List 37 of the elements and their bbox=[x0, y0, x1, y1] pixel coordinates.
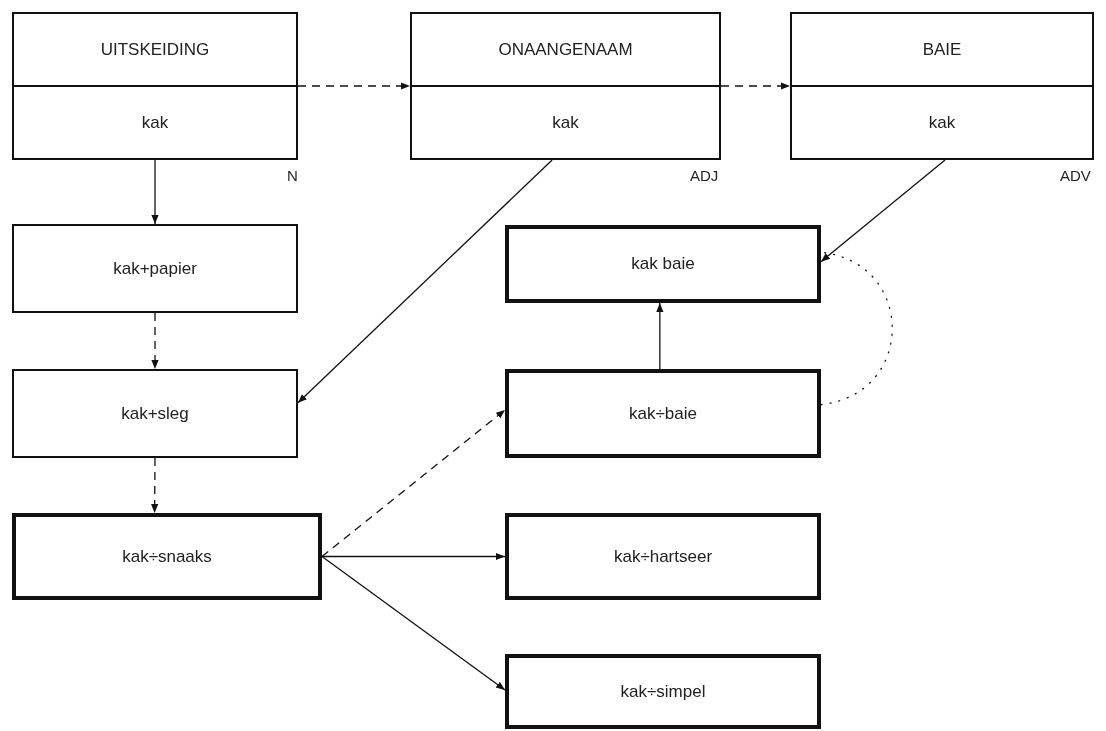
dashed-arrow bbox=[151, 457, 159, 514]
arrow bbox=[151, 159, 159, 225]
heading-text: ONAANGENAAM bbox=[498, 39, 633, 60]
word-box bbox=[505, 225, 821, 303]
word-text: kak÷baie bbox=[629, 403, 697, 424]
word-box bbox=[505, 513, 821, 600]
word-box bbox=[12, 513, 322, 600]
entry-box bbox=[790, 12, 1094, 160]
word-text: kak bbox=[928, 112, 956, 133]
word-text: kak÷snaaks bbox=[122, 546, 212, 567]
word-class-label: ADV bbox=[1060, 167, 1091, 184]
word-class-label: N bbox=[287, 167, 298, 184]
dashed-arrow bbox=[297, 82, 411, 90]
arrow bbox=[297, 159, 553, 404]
entry-box bbox=[12, 12, 298, 160]
word-box bbox=[505, 369, 821, 458]
word-box bbox=[12, 224, 298, 313]
dashed-arrow bbox=[321, 409, 506, 558]
word-text: kak bbox=[552, 112, 579, 133]
word-text: kak+sleg bbox=[121, 403, 189, 424]
arrow bbox=[321, 555, 506, 691]
word-class-label: ADJ bbox=[690, 167, 719, 184]
arrow bbox=[820, 159, 946, 263]
entry-box bbox=[410, 12, 721, 160]
heading-text: BAIE bbox=[922, 39, 962, 60]
word-box bbox=[12, 369, 298, 458]
arrow bbox=[656, 302, 664, 370]
word-text: kak÷simpel bbox=[620, 681, 706, 702]
word-text: kak÷hartseer bbox=[613, 546, 713, 567]
arrow bbox=[321, 552, 506, 561]
dashed-arrow bbox=[720, 82, 791, 90]
word-text: kak bbox=[141, 112, 169, 133]
word-text: kak baie bbox=[631, 254, 695, 274]
heading-text: UITSKEIDING bbox=[100, 39, 210, 60]
word-box bbox=[505, 654, 821, 729]
word-text: kak+papier bbox=[113, 258, 197, 279]
dashed-arrow bbox=[151, 312, 159, 370]
